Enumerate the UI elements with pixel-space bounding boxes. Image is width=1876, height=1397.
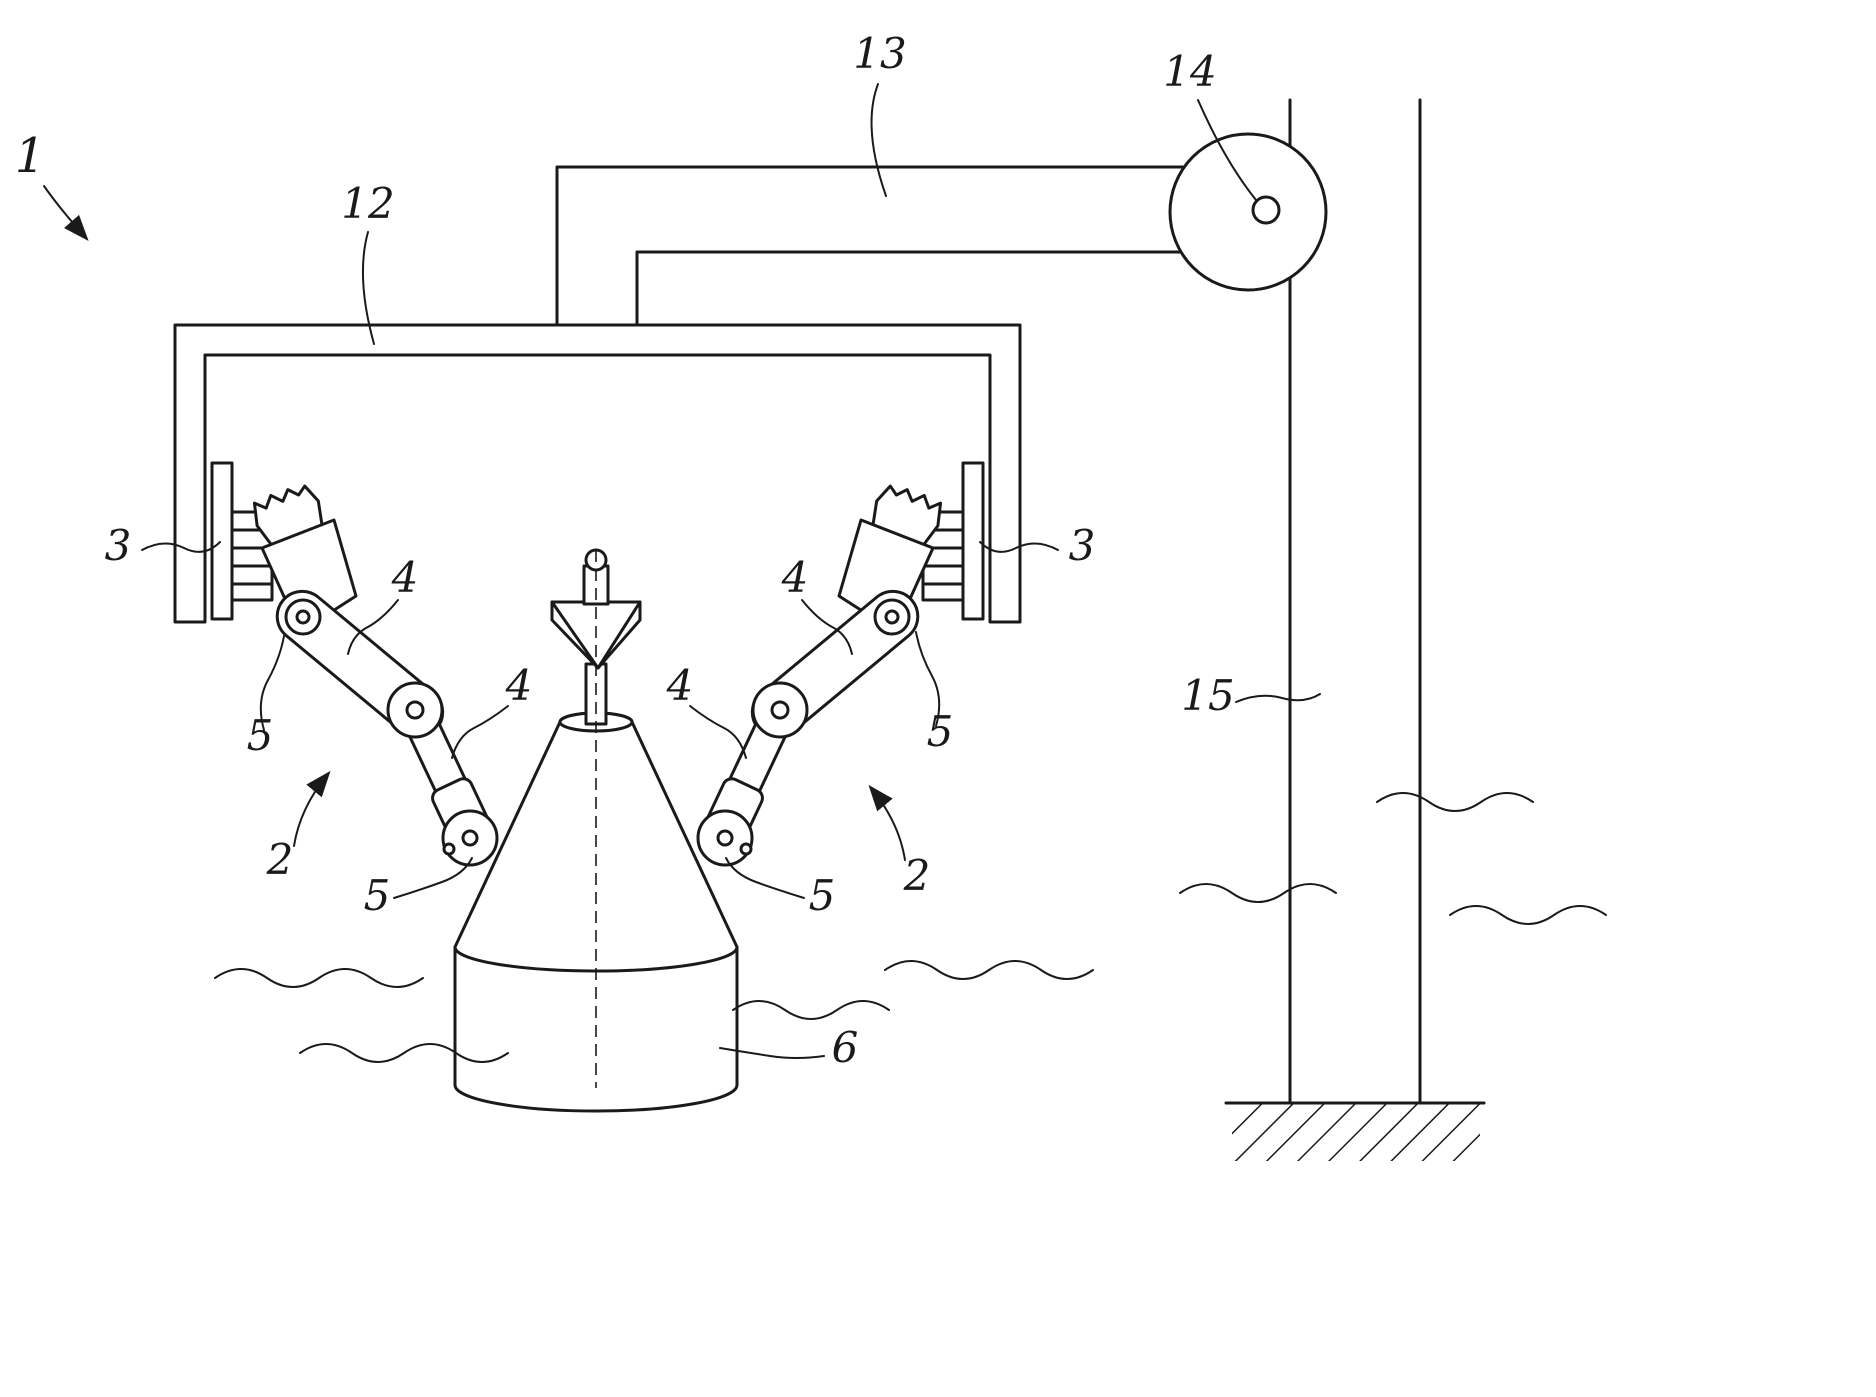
label-ref-13: 13 (853, 29, 906, 78)
leader-ref-6 (719, 1047, 825, 1059)
leader-lines (43, 83, 1321, 1059)
label-ref-5-right-lower: 5 (809, 871, 836, 920)
pulley-14 (1168, 132, 1328, 292)
label-ref-5-left-lower: 5 (364, 871, 391, 920)
leader-ref-3-left (141, 541, 221, 553)
label-ref-3-right: 3 (1069, 521, 1096, 570)
reference-numerals: 1 12 13 14 3 3 4 4 4 4 5 5 5 5 2 2 6 15 (15, 29, 1235, 1072)
beam-lower-line (635, 250, 1192, 327)
label-ref-4-right-lower: 4 (666, 661, 694, 710)
frame-12 (173, 323, 1022, 624)
leader-ref-2-left (293, 770, 331, 847)
leader-ref-4-right-upper (801, 599, 853, 655)
label-ref-2-right: 2 (903, 851, 931, 900)
pulley-axle (1251, 195, 1281, 225)
leader-ref-4-left-upper (347, 599, 399, 655)
label-ref-12: 12 (341, 179, 394, 228)
leader-ref-4-left-lower (451, 705, 509, 759)
wave-left-upper (214, 968, 424, 988)
leader-ref-4-right-lower (689, 705, 747, 759)
leader-ref-14 (1197, 99, 1257, 201)
leader-ref-1 (43, 185, 89, 242)
ground-hatch-area (1232, 1103, 1480, 1161)
label-ref-3-left: 3 (105, 521, 132, 570)
wave-buoy-right-lower (732, 1000, 890, 1020)
wave-mast-left (1179, 883, 1337, 903)
wave-left-lower (299, 1043, 509, 1063)
label-ref-15: 15 (1181, 671, 1234, 720)
leader-ref-15 (1235, 693, 1321, 703)
water-waves (214, 792, 1607, 1063)
buoy-topmark-lines (550, 600, 642, 670)
label-ref-14: 14 (1163, 47, 1216, 96)
label-ref-6: 6 (832, 1023, 859, 1072)
label-ref-4-left-lower: 4 (505, 661, 533, 710)
wave-right-of-buoy (884, 960, 1094, 980)
leader-ref-13 (870, 83, 887, 197)
label-ref-5-right-upper: 5 (927, 707, 954, 756)
label-ref-4-left-upper: 4 (391, 553, 419, 602)
label-ref-2-left: 2 (266, 835, 294, 884)
label-ref-5-left-upper: 5 (247, 711, 274, 760)
beam-13 (555, 165, 1214, 327)
wave-mast-upper (1376, 792, 1534, 812)
buoy-6 (453, 548, 739, 1113)
leader-ref-5-right-lower (725, 857, 805, 899)
leader-ref-5-left-lower (393, 857, 473, 899)
beam-upper-line (555, 165, 1214, 327)
pulley-wheel (1168, 132, 1328, 292)
wave-mast-right (1449, 905, 1607, 925)
label-ref-4-right-upper: 4 (781, 553, 809, 602)
leader-ref-5-right-upper (915, 631, 941, 727)
leader-ref-12 (361, 231, 375, 345)
leader-ref-5-left-upper (259, 635, 285, 731)
ground-hatch (1224, 1101, 1486, 1161)
leader-ref-2-right (868, 784, 906, 861)
label-ref-1: 1 (15, 128, 46, 184)
leader-ref-3-right (979, 541, 1059, 553)
